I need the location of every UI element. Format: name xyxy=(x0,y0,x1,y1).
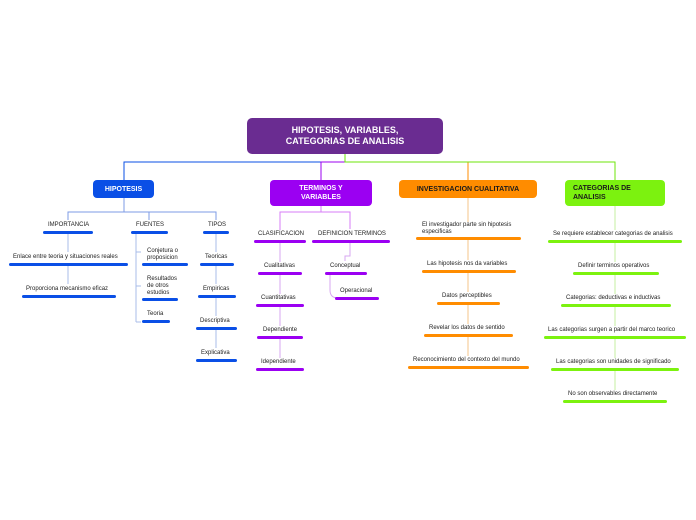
hipotesis-tipos-item: Descriptiva xyxy=(200,318,230,324)
hipotesis-fuentes-item: Resultados de otros estudios xyxy=(147,276,178,296)
terminos-definicion-item-bar[interactable] xyxy=(325,272,367,275)
branch-terminos-label: TERMINOS Y VARIABLES xyxy=(299,185,343,201)
hipotesis-tipos-item: Teoricas xyxy=(205,254,228,260)
terminos-clasificacion-item: Dependiente xyxy=(263,327,298,333)
categorias-item-bar[interactable] xyxy=(561,304,671,307)
terminos-clasificacion-item-bar[interactable] xyxy=(256,368,304,371)
hipotesis-fuentes-item: Teoria xyxy=(147,311,164,317)
categorias-item-bar[interactable] xyxy=(573,272,659,275)
terminos-clasificacion-item-bar[interactable] xyxy=(257,336,303,339)
investigacion-item-bar[interactable] xyxy=(416,237,521,240)
categorias-item-bar[interactable] xyxy=(548,240,682,243)
hipotesis-fuentes-item-bar[interactable] xyxy=(142,320,170,323)
hipotesis-fuentes-item-bar[interactable] xyxy=(142,263,188,266)
hipotesis-tipos-bar[interactable] xyxy=(203,231,229,234)
hipotesis-fuentes-item: Conjetura o proposicion xyxy=(147,248,179,261)
hipotesis-importancia-item-bar[interactable] xyxy=(9,263,128,266)
hipotesis-tipos-item: Empiricas xyxy=(203,286,230,292)
investigacion-item-bar[interactable] xyxy=(424,334,513,337)
branch-investigacion-label: INVESTIGACION CUALITATIVA xyxy=(416,185,520,193)
hipotesis-importancia-item-bar[interactable] xyxy=(22,295,116,298)
terminos-clasificacion-label: CLASIFICACION xyxy=(258,231,305,237)
terminos-definicion-item: Operacional xyxy=(340,288,373,294)
branch-hipotesis[interactable]: HIPOTESIS xyxy=(93,180,154,198)
hipotesis-fuentes-item-bar[interactable] xyxy=(142,298,178,301)
hipotesis-fuentes-label: FUENTES xyxy=(136,222,165,228)
terminos-definicion-label: DEFINICION TERMINOS xyxy=(318,231,386,237)
branch-investigacion[interactable]: INVESTIGACION CUALITATIVA xyxy=(399,180,537,198)
categorias-item: Categorias: deductivas e inductivas xyxy=(566,295,661,301)
branch-hipotesis-label: HIPOTESIS xyxy=(104,185,143,193)
root-title: HIPOTESIS, VARIABLES, CATEGORIAS DE ANAL… xyxy=(285,125,405,146)
categorias-item: Las categorias son unidades de significa… xyxy=(556,359,671,365)
branch-terminos[interactable]: TERMINOS Y VARIABLES xyxy=(270,180,372,206)
categorias-item: Se requiere establecer categorias de ana… xyxy=(553,231,673,237)
hipotesis-tipos-item-bar[interactable] xyxy=(196,359,237,362)
categorias-item-bar[interactable] xyxy=(563,400,667,403)
terminos-clasificacion-item: Cuantitativas xyxy=(261,295,296,301)
terminos-definicion-bar[interactable] xyxy=(312,240,390,243)
branch-categorias[interactable]: CATEGORIAS DE ANALISIS xyxy=(565,180,665,206)
terminos-definicion-item: Conceptual xyxy=(330,263,361,269)
investigacion-item: El investigador parte sin hipotesis espe… xyxy=(422,222,512,235)
investigacion-item-bar[interactable] xyxy=(437,302,500,305)
hipotesis-tipos-label: TIPOS xyxy=(208,222,227,228)
terminos-clasificacion-item-bar[interactable] xyxy=(258,272,302,275)
hipotesis-tipos-item-bar[interactable] xyxy=(198,295,236,298)
branch-categorias-label: CATEGORIAS DE ANALISIS xyxy=(573,185,631,201)
hipotesis-importancia-label: IMPORTANCIA xyxy=(48,222,90,228)
hipotesis-importancia-bar[interactable] xyxy=(43,231,93,234)
terminos-definicion-item-bar[interactable] xyxy=(335,297,379,300)
investigacion-item: Reconocimiento del contexto del mundo xyxy=(413,357,520,363)
terminos-clasificacion-item-bar[interactable] xyxy=(256,304,304,307)
hipotesis-tipos-item: Explicativa xyxy=(201,350,230,356)
investigacion-item: Las hipotesis nos da variables xyxy=(427,261,508,267)
root-node[interactable]: HIPOTESIS, VARIABLES, CATEGORIAS DE ANAL… xyxy=(247,118,443,154)
terminos-clasificacion-bar[interactable] xyxy=(254,240,306,243)
categorias-item: Definir terminos operativos xyxy=(578,263,650,269)
hipotesis-tipos-item-bar[interactable] xyxy=(200,263,234,266)
hipotesis-importancia-item: Enlace entre teoria y situaciones reales xyxy=(13,254,118,260)
categorias-item-bar[interactable] xyxy=(544,336,686,339)
categorias-item: No son observables directamente xyxy=(568,391,658,397)
investigacion-item: Datos perceptibles xyxy=(442,293,492,299)
investigacion-item-bar[interactable] xyxy=(422,270,516,273)
categorias-item-bar[interactable] xyxy=(551,368,679,371)
categorias-item: Las categorias surgen a partir del marco… xyxy=(548,327,676,333)
terminos-clasificacion-item: Cualitativas xyxy=(264,263,296,269)
terminos-clasificacion-item: Idependiente xyxy=(261,359,296,365)
hipotesis-importancia-item: Proporciona mecanismo eficaz xyxy=(26,286,109,292)
hipotesis-fuentes-bar[interactable] xyxy=(131,231,168,234)
investigacion-item-bar[interactable] xyxy=(408,366,529,369)
investigacion-item: Revelar los datos de sentido xyxy=(429,325,505,331)
hipotesis-tipos-item-bar[interactable] xyxy=(196,327,237,330)
